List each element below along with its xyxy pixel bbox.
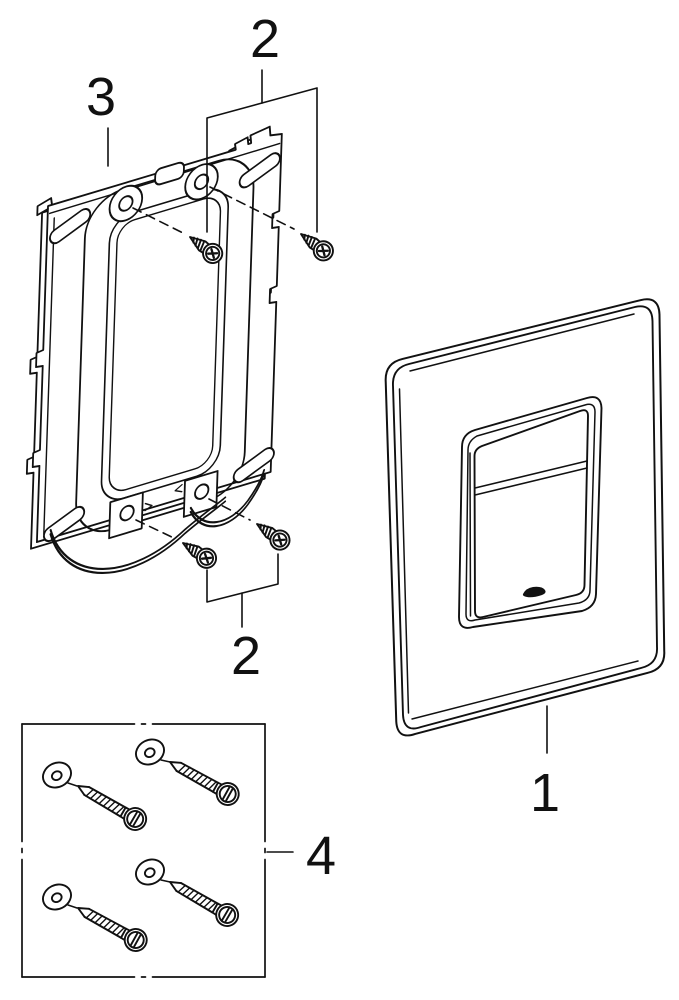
button-split-line: [474, 460, 588, 496]
callout-1-label: 1: [530, 763, 560, 823]
slot-bottom-left: [43, 505, 86, 543]
mounting-screw-4: [250, 514, 295, 555]
flush-plate: [384, 298, 666, 737]
brand-logo: [522, 586, 546, 598]
hardware-kit-box: [21, 723, 266, 978]
flush-button: [473, 409, 589, 619]
plate-recess-outer: [458, 396, 603, 629]
mounting-frame: [23, 121, 284, 574]
frame-top-notch: [154, 161, 185, 186]
slot-top-left: [49, 208, 92, 245]
fixing-screw-3: [71, 897, 152, 956]
slot-top-right: [238, 152, 281, 189]
screw-hole-bottom-right: [194, 483, 210, 500]
frame-corner-tab: [36, 197, 53, 217]
wire-left: [49, 496, 227, 570]
screw-hole-top-right: [193, 173, 210, 191]
tab-mark-left: [144, 502, 153, 512]
washer-1: [37, 756, 77, 794]
fixing-screw-1: [71, 775, 152, 835]
mounting-screw-2: [294, 225, 338, 266]
retaining-wires: [49, 468, 266, 574]
wire-left-2: [49, 500, 227, 574]
leader-screw-3: [135, 519, 177, 540]
washer-4: [130, 853, 170, 891]
screw-hole-top-left: [118, 195, 134, 212]
frame-ring-inner: [100, 188, 230, 501]
leader-screw-4: [208, 498, 251, 521]
tab-mark-right: [174, 483, 183, 493]
leader-screw-1: [132, 207, 184, 234]
plate-edge-rounding: [398, 313, 639, 720]
frame-left-fold-line: [43, 217, 55, 535]
fixing-screw-2: [163, 751, 244, 810]
screw-hole-bottom-left: [119, 504, 135, 522]
callout-4-label: 4: [306, 826, 336, 886]
mounting-screw-3: [176, 533, 221, 573]
washer-screw-links: [67, 759, 171, 909]
callout-2-bottom: [206, 553, 279, 628]
frame-slots: [43, 152, 281, 543]
button-side-edge: [469, 452, 472, 617]
callout-2-bottom-label: 2: [231, 626, 261, 686]
callout-2-top: [206, 69, 318, 233]
fixing-screw-4: [163, 871, 244, 931]
leader-screw-2: [209, 186, 295, 230]
plate-recess-inner: [465, 403, 596, 622]
hardware-kit-contents: [37, 733, 244, 956]
wire-right-2: [189, 472, 265, 528]
washer-2: [130, 733, 170, 771]
wire-right: [189, 468, 266, 524]
washer-3: [37, 878, 77, 916]
screw-leader-lines: [132, 186, 295, 540]
frame-ring-inner2: [108, 197, 222, 492]
callout-2-top-label: 2: [250, 9, 280, 69]
slot-bottom-right: [232, 447, 275, 484]
callout-3-label: 3: [86, 67, 116, 127]
